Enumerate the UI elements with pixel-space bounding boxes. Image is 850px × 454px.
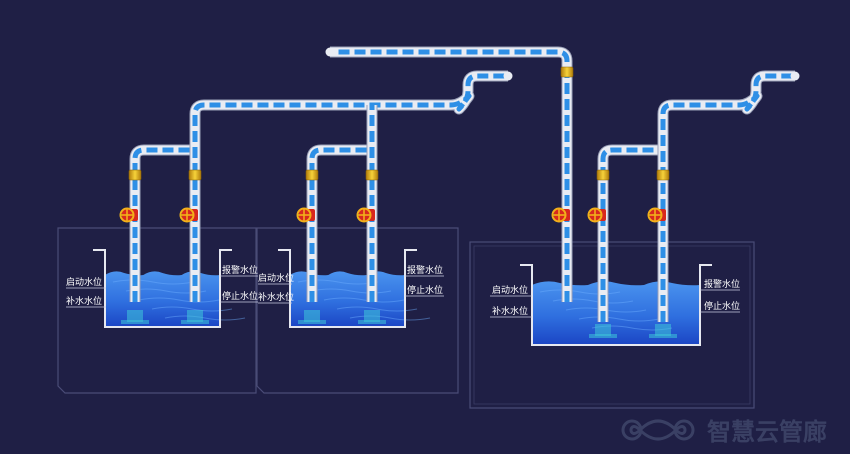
alarm-level-label: 报警水位 [222, 264, 258, 276]
submersible-pump-icon [298, 310, 326, 324]
pipe-end-cap [790, 71, 800, 81]
start-level-label: 启动水位 [492, 284, 528, 296]
stop-level-label: 停止水位 [407, 284, 443, 296]
refill-level-label: 补水水位 [258, 291, 294, 303]
pipe [129, 144, 195, 302]
stop-level-label: 停止水位 [222, 290, 258, 302]
pipe-coupling [128, 169, 142, 181]
pump-body [127, 310, 143, 322]
pipe [330, 46, 573, 302]
pipe [657, 70, 795, 322]
pipe-coupling [656, 169, 670, 181]
tank-wall [520, 264, 712, 346]
infinity-logo-icon [621, 419, 695, 441]
submersible-pump-icon [589, 324, 617, 338]
water-tank [93, 249, 246, 328]
pump-body [187, 310, 203, 322]
pipe-coupling [305, 169, 319, 181]
coupling-body [305, 169, 319, 181]
pipe-flow [600, 147, 663, 322]
tanks [93, 249, 712, 346]
coupling-body [560, 66, 574, 78]
gate-valve-icon [119, 207, 138, 223]
tank-wall [278, 249, 417, 328]
water-ripple [164, 315, 246, 321]
watermark-text: 智慧云管廊 [707, 418, 827, 446]
pipe [306, 144, 372, 302]
pipe [597, 144, 663, 322]
watermark: 智慧云管廊 [621, 418, 827, 446]
submersible-pump-icon [649, 324, 677, 338]
submersible-pump-icon [121, 310, 149, 324]
pipe-coupling [365, 169, 379, 181]
gate-valve-icon [179, 207, 198, 223]
tank-wall [93, 249, 232, 328]
alarm-level-label: 报警水位 [407, 264, 443, 276]
start-level-label: 启动水位 [66, 276, 102, 288]
pipe-flow [192, 73, 508, 302]
level-labels: 启动水位 补水水位 报警水位 停止水位 启动水位 补水水位 报警水位 停止水位 … [66, 264, 740, 318]
water-ripple [112, 279, 194, 285]
pump-body [595, 324, 611, 336]
pipe-coupling [596, 169, 610, 181]
pipe-flow [660, 73, 795, 322]
stop-level-label: 停止水位 [704, 300, 740, 312]
pipe-network [129, 46, 800, 322]
pipe-end-cap [503, 71, 513, 81]
gate-valve-icon [296, 207, 315, 223]
alarm-level-label: 报警水位 [704, 278, 740, 290]
pipe-flow [309, 147, 372, 302]
pump-base [298, 320, 326, 324]
gate-valve-icon [551, 207, 570, 223]
water-ripple [349, 315, 431, 321]
submersible-pump-icon [358, 310, 386, 324]
pump-base [181, 320, 209, 324]
start-level-label: 启动水位 [258, 272, 294, 284]
water-tank [520, 264, 712, 346]
pump-base [589, 334, 617, 338]
coupling-body [188, 169, 202, 181]
pump-body [364, 310, 380, 322]
pump-base [649, 334, 677, 338]
water-ripple [310, 288, 392, 294]
water-ripple [138, 297, 220, 303]
pipe-coupling [560, 66, 574, 78]
coupling-body [128, 169, 142, 181]
pump-body [304, 310, 320, 322]
station-frame-2 [256, 227, 459, 394]
water-ripple [578, 316, 660, 322]
pipe-coupling [188, 169, 202, 181]
station-frame-3 [469, 241, 755, 409]
pipe-flow [132, 147, 195, 302]
coupling-body [596, 169, 610, 181]
pump-base [358, 320, 386, 324]
pump-base [121, 320, 149, 324]
coupling-body [656, 169, 670, 181]
pipe-flow [330, 49, 570, 302]
gate-valve-icon [587, 207, 606, 223]
pump-body [655, 324, 671, 336]
refill-level-label: 补水水位 [66, 295, 102, 307]
gate-valve-icon [647, 207, 666, 223]
water-ripple [323, 297, 405, 303]
coupling-body [365, 169, 379, 181]
pipe-fittings [119, 66, 677, 338]
submersible-pump-icon [181, 310, 209, 324]
pipe [189, 70, 508, 302]
gate-valve-icon [356, 207, 375, 223]
station-frame-1 [57, 227, 257, 394]
refill-level-label: 补水水位 [492, 305, 528, 317]
pipe-end-cap [325, 47, 335, 57]
station-frames [57, 227, 755, 409]
